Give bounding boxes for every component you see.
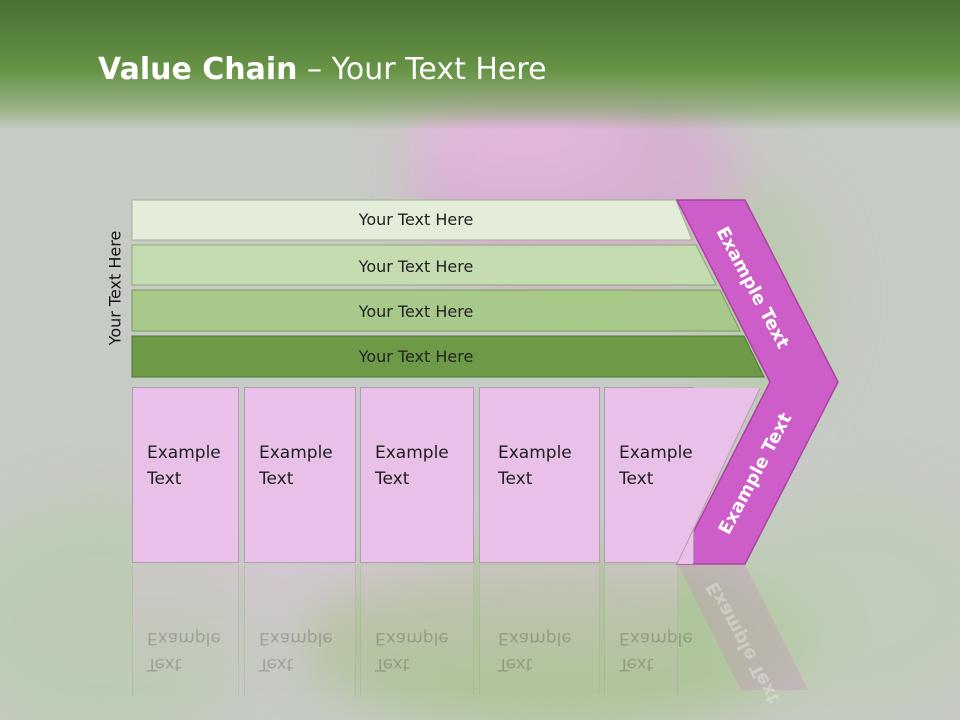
title-bold: Value Chain [98,52,298,87]
row-1 [131,199,693,241]
title-rest: – Your Text Here [297,52,547,87]
chevron-reflection [678,565,808,690]
row-3 [131,289,741,332]
row-3-label: Your Text Here [358,302,474,321]
header-band [0,0,960,130]
page-title: Value Chain – Your Text Here [98,52,547,87]
row-2 [131,244,717,286]
row-2-label: Your Text Here [358,257,474,276]
row-1-label: Your Text Here [358,210,474,229]
row-4 [131,335,765,378]
row-4-label: Your Text Here [358,347,474,366]
